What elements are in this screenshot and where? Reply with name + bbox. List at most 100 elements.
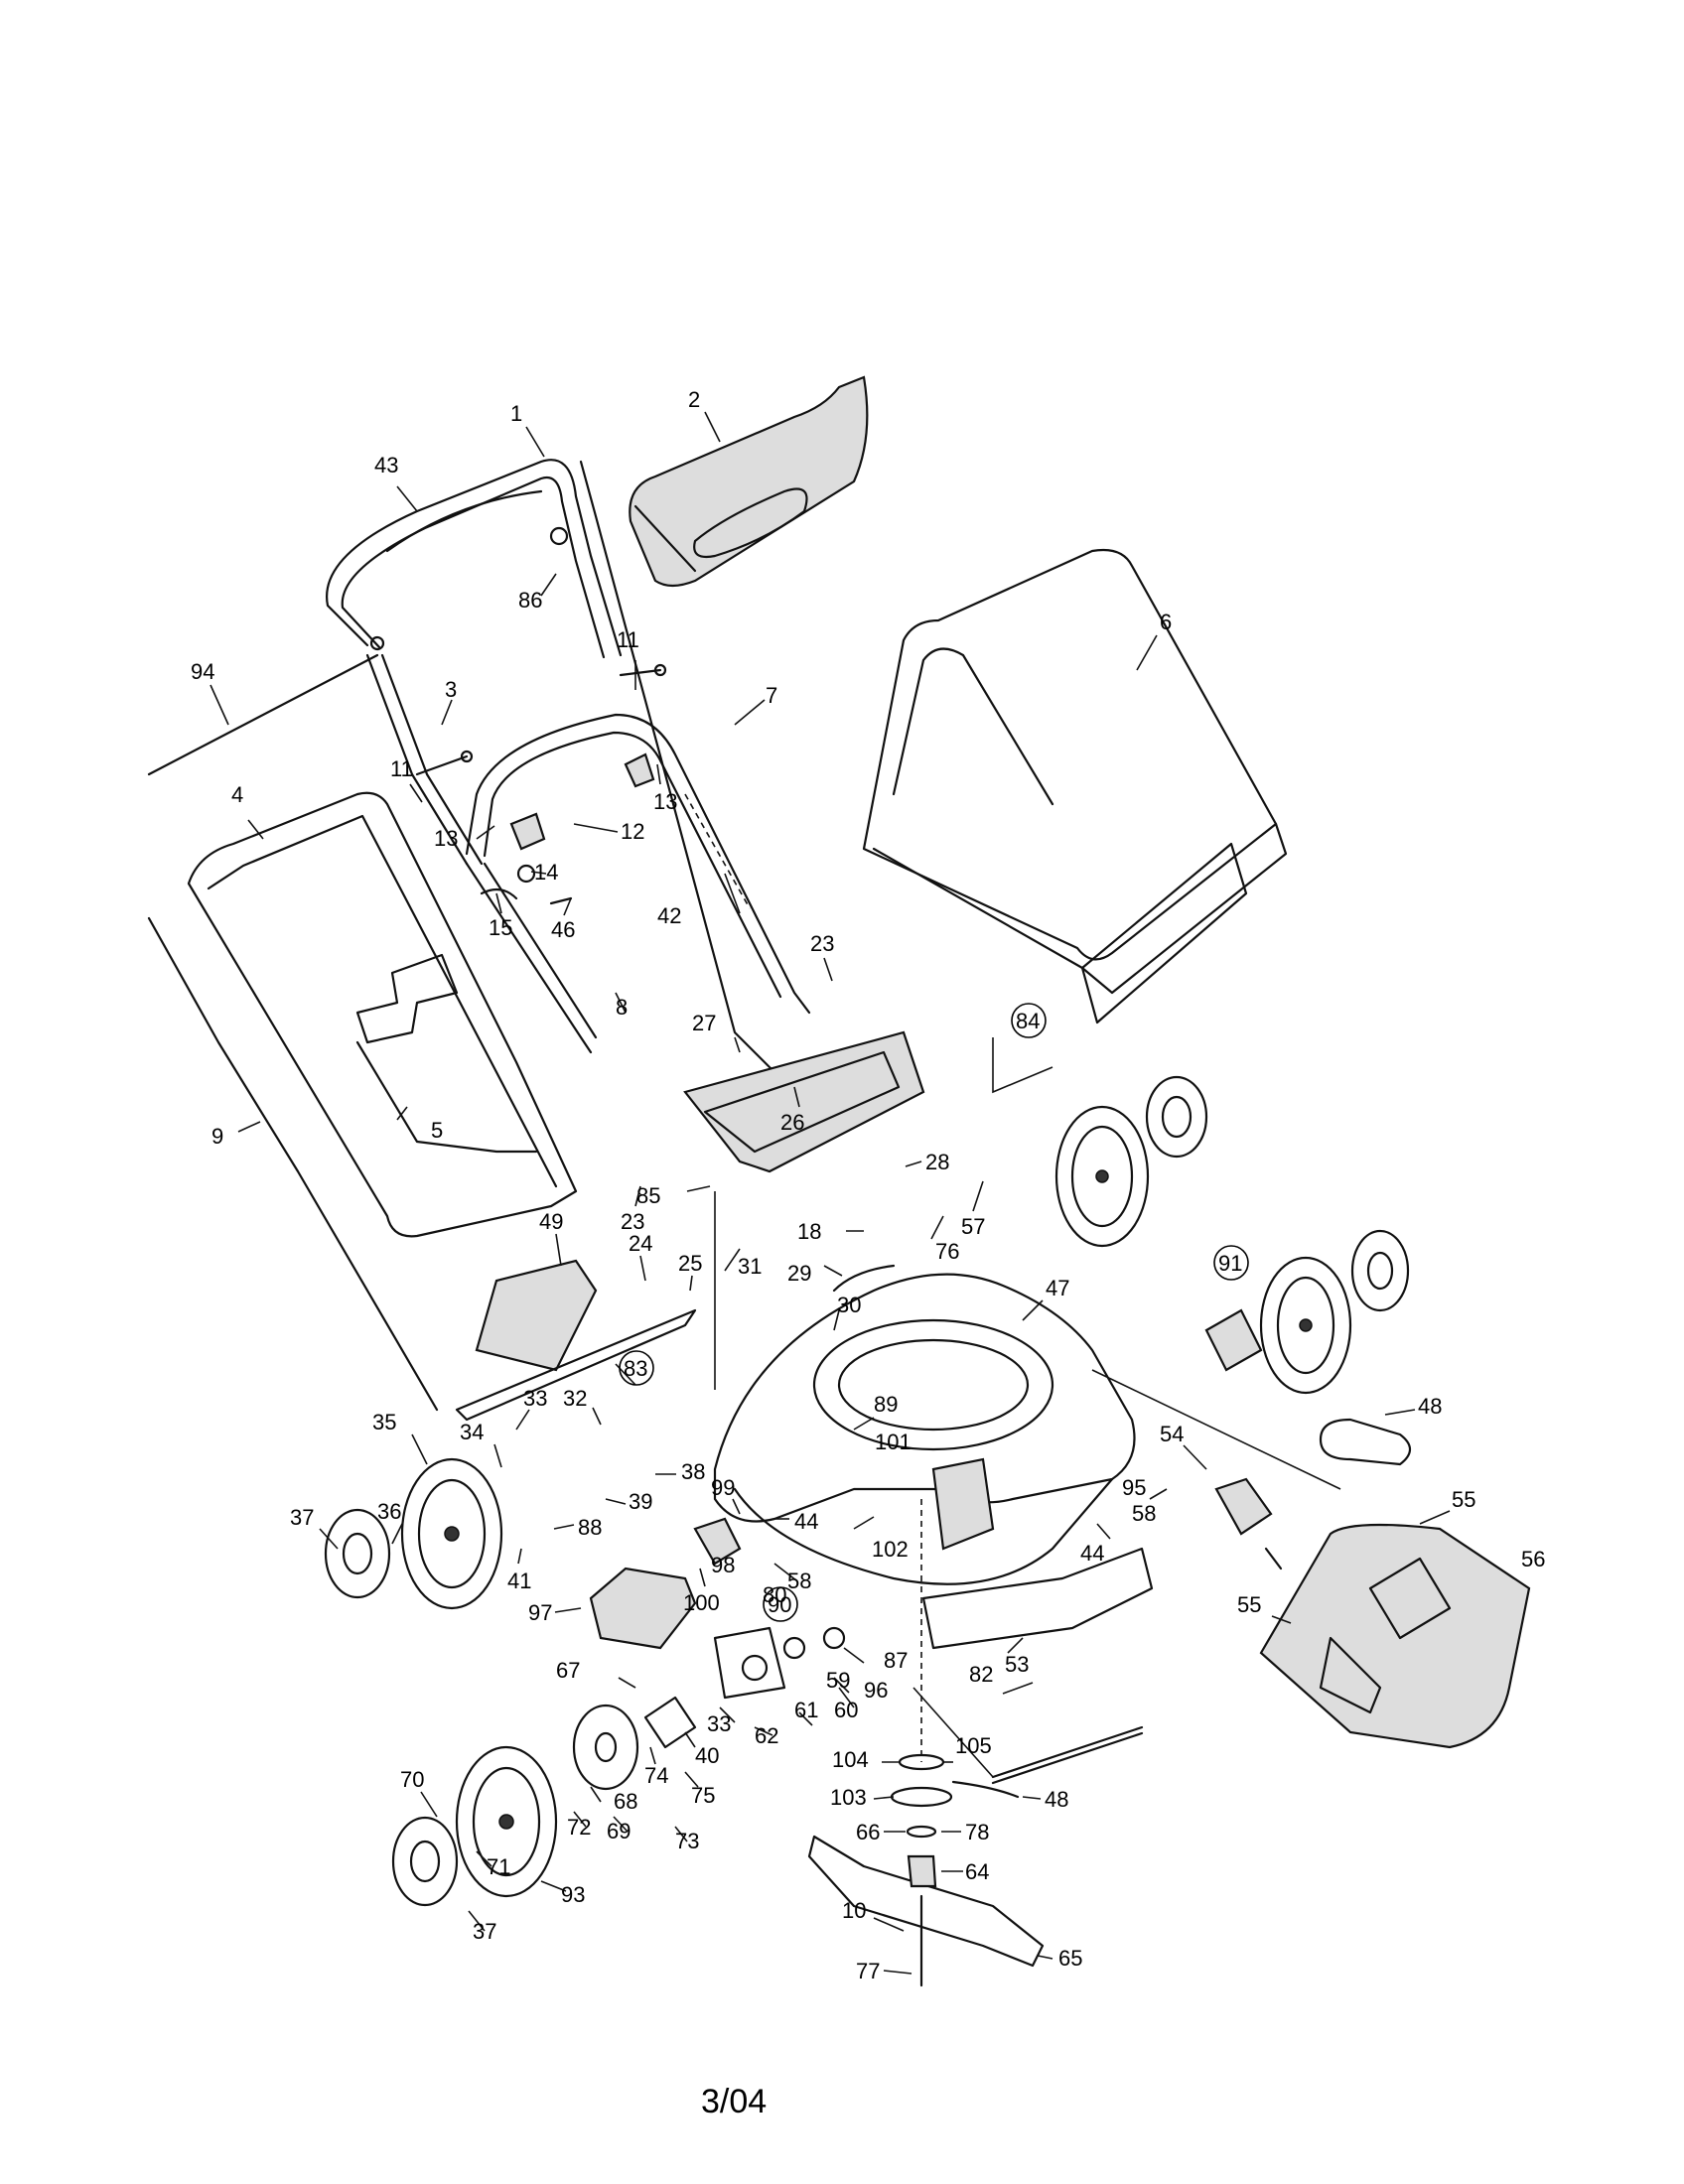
callout-65: 65 <box>1058 1946 1082 1971</box>
callout-99: 99 <box>711 1475 735 1500</box>
callout-102: 102 <box>872 1537 909 1562</box>
callout-100: 100 <box>683 1590 720 1615</box>
callout-58: 58 <box>1132 1501 1156 1526</box>
callout-44: 44 <box>794 1509 818 1534</box>
callout-82: 82 <box>969 1662 993 1687</box>
callout-36: 36 <box>377 1499 401 1524</box>
drive-components <box>589 1477 1283 1749</box>
mid-handle <box>365 653 469 866</box>
callout-58: 58 <box>787 1569 811 1593</box>
callout-53: 53 <box>1005 1652 1029 1677</box>
callout-40: 40 <box>695 1743 719 1768</box>
deflector-parts <box>455 1259 697 1422</box>
callout-101: 101 <box>875 1430 912 1454</box>
callout-49: 49 <box>539 1209 563 1234</box>
callout-4: 4 <box>231 782 243 807</box>
callout-13: 13 <box>653 789 677 814</box>
callout-88: 88 <box>578 1515 602 1540</box>
callout-72: 72 <box>567 1815 591 1840</box>
callout-43: 43 <box>374 453 398 478</box>
callout-25: 25 <box>678 1251 702 1276</box>
callout-96: 96 <box>864 1678 888 1703</box>
callout-5: 5 <box>431 1118 443 1143</box>
callout-34: 34 <box>460 1420 484 1444</box>
callout-26: 26 <box>780 1110 804 1135</box>
callout-leaders <box>210 411 1451 1975</box>
date-code: 3/04 <box>701 2083 767 2120</box>
callout-44: 44 <box>1080 1541 1104 1566</box>
callout-105: 105 <box>955 1733 992 1758</box>
mower-deck <box>713 1264 1136 1585</box>
callout-73: 73 <box>675 1829 699 1853</box>
callout-9: 9 <box>211 1124 223 1149</box>
callout-labels: 1 2 43 86 6 11 7 94 3 11 13 4 13 12 14 4… <box>191 387 1545 1983</box>
callout-46: 46 <box>551 917 575 942</box>
callout-29: 29 <box>787 1261 811 1286</box>
callout-48: 48 <box>1045 1787 1068 1812</box>
callout-103: 103 <box>830 1785 867 1810</box>
callout-94: 94 <box>191 659 214 684</box>
callout-35: 35 <box>372 1410 396 1434</box>
grass-bag-top <box>629 375 869 588</box>
callout-77: 77 <box>856 1959 880 1983</box>
callout-31: 31 <box>738 1254 762 1279</box>
callout-97: 97 <box>528 1600 552 1625</box>
callout-41: 41 <box>507 1569 531 1593</box>
wheel-front-left <box>324 1457 503 1610</box>
callout-98: 98 <box>711 1553 735 1577</box>
blade-assembly <box>807 1499 1045 1987</box>
callout-1: 1 <box>510 401 522 426</box>
callout-3: 3 <box>445 677 457 702</box>
callout-75: 75 <box>691 1783 715 1808</box>
callout-28: 28 <box>925 1150 949 1174</box>
drive-belt <box>1319 1418 1412 1466</box>
callout-8: 8 <box>616 995 628 1020</box>
callout-6: 6 <box>1160 610 1172 634</box>
rod-94 <box>147 653 379 776</box>
callout-70: 70 <box>400 1767 424 1792</box>
callout-57: 57 <box>961 1214 985 1239</box>
callout-67: 67 <box>556 1658 580 1683</box>
callout-12: 12 <box>621 819 644 844</box>
callout-38: 38 <box>681 1459 705 1484</box>
callout-78: 78 <box>965 1820 989 1844</box>
callout-91: 91 <box>1218 1251 1242 1276</box>
callout-84: 84 <box>1016 1009 1040 1033</box>
lower-handle <box>465 713 811 1054</box>
grass-bag-body <box>862 548 1288 1024</box>
callout-55: 55 <box>1452 1487 1475 1512</box>
callout-33: 33 <box>707 1711 731 1736</box>
callout-85: 85 <box>636 1183 660 1208</box>
callout-56: 56 <box>1521 1547 1545 1571</box>
rear-door <box>683 1030 925 1173</box>
callout-89: 89 <box>874 1392 898 1417</box>
callout-2: 2 <box>688 387 700 412</box>
callout-61: 61 <box>794 1698 818 1722</box>
wheel-drive-right <box>1204 1229 1410 1395</box>
wheel-drive-left <box>391 1704 639 1907</box>
wheel-rear-right <box>1054 1075 1208 1248</box>
callout-39: 39 <box>629 1489 652 1514</box>
callout-13: 13 <box>434 826 458 851</box>
callout-60: 60 <box>834 1698 858 1722</box>
callout-83: 83 <box>624 1356 647 1381</box>
callout-23: 23 <box>810 931 834 956</box>
callout-93: 93 <box>561 1882 585 1907</box>
callout-66: 66 <box>856 1820 880 1844</box>
callout-32: 32 <box>563 1386 587 1411</box>
callout-24: 24 <box>629 1231 652 1256</box>
handle-hardware <box>415 663 667 905</box>
callout-68: 68 <box>614 1789 637 1814</box>
callout-95: 95 <box>1122 1475 1146 1500</box>
callout-10: 10 <box>842 1898 866 1923</box>
deck-skirt <box>921 1547 1154 1650</box>
callout-33: 33 <box>523 1386 547 1411</box>
callout-62: 62 <box>755 1723 778 1748</box>
callout-69: 69 <box>607 1819 631 1843</box>
callout-30: 30 <box>837 1293 861 1317</box>
callout-86: 86 <box>518 588 542 613</box>
callout-76: 76 <box>935 1239 959 1264</box>
callout-7: 7 <box>766 683 777 708</box>
callout-87: 87 <box>884 1648 908 1673</box>
